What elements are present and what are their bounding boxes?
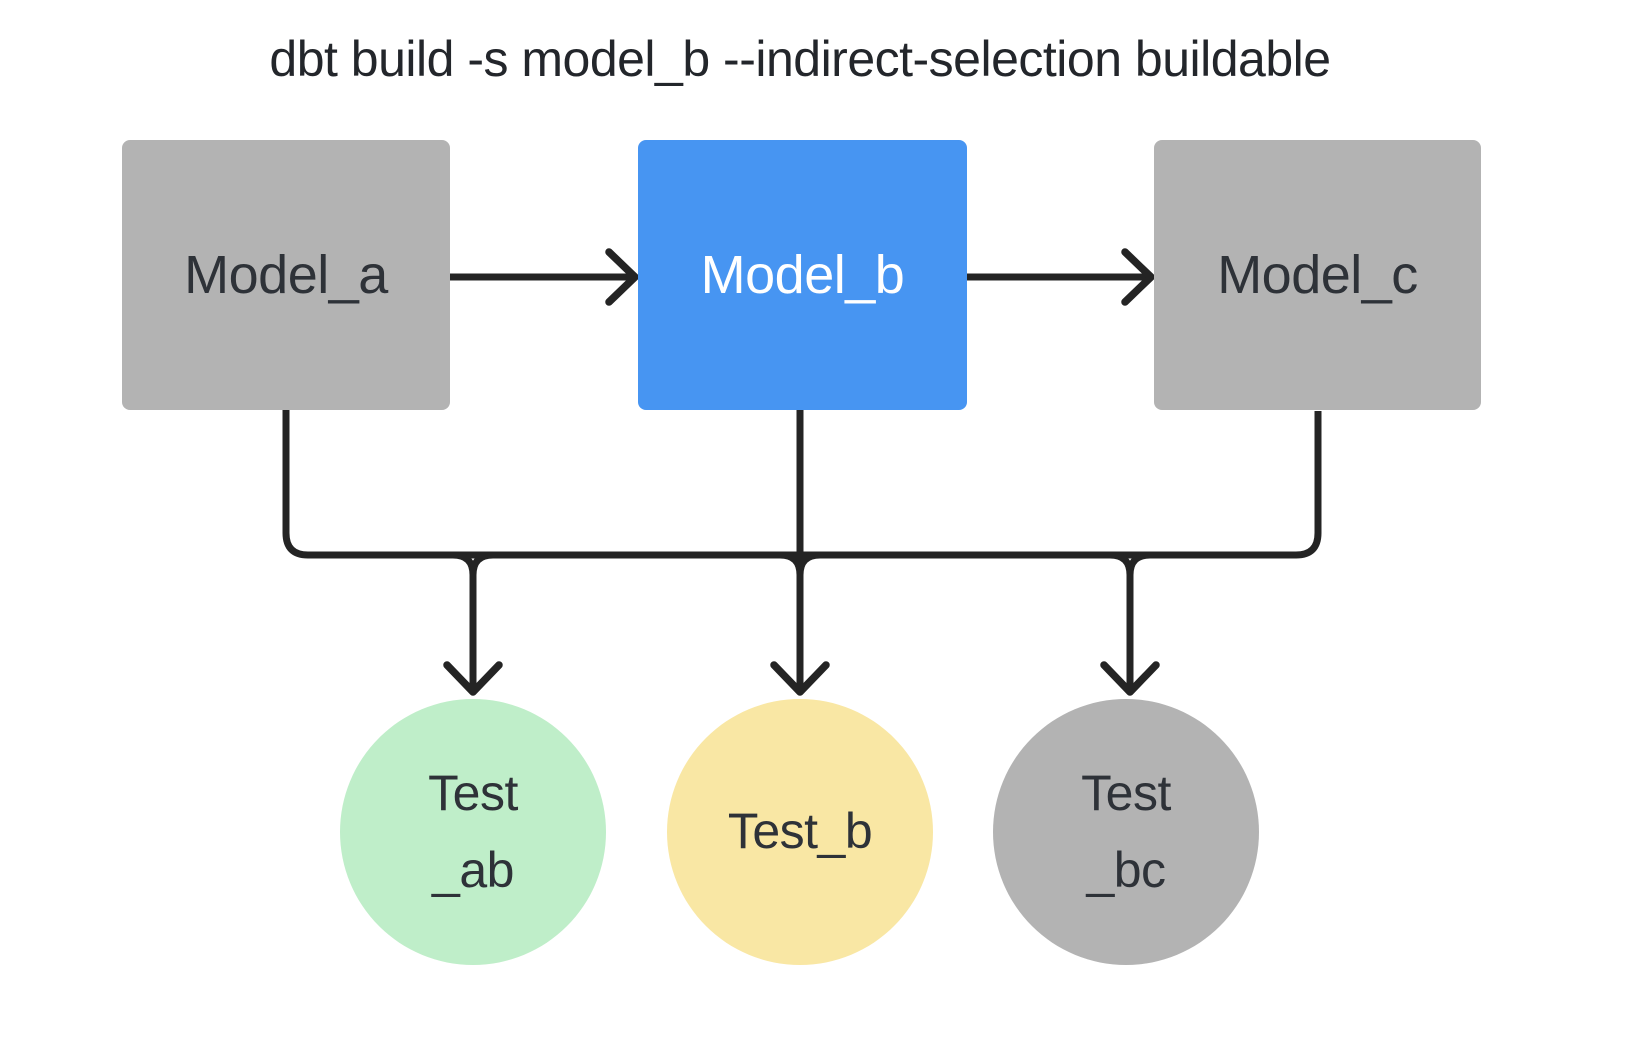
junction-fillet-test-bc (1109, 551, 1151, 576)
arrowhead-into-test-b-icon (770, 661, 830, 696)
node-model-a: Model_a (122, 140, 450, 410)
arrowhead-into-model-b-icon (605, 248, 639, 306)
node-test-bc-label-line1: Test (1081, 764, 1171, 821)
arrowhead-into-test-ab-icon (443, 661, 503, 696)
node-model-a-label: Model_a (184, 245, 388, 305)
node-test-b: Test_b (667, 699, 933, 965)
arrowhead-into-test-bc-icon (1100, 661, 1160, 696)
node-model-c-label: Model_c (1217, 245, 1418, 305)
node-test-bc: Test _bc (993, 699, 1259, 965)
node-model-b: Model_b (638, 140, 967, 410)
node-test-ab: Test _ab (340, 699, 606, 965)
arrowhead-into-model-c-icon (1121, 248, 1155, 306)
node-test-ab-label-line2: _ab (432, 842, 514, 898)
junction-fillet-test-b (779, 551, 821, 576)
junction-fillet-test-ab (452, 551, 494, 576)
node-test-bc-label-line2: _bc (1086, 842, 1166, 898)
edge-bus-model-a-to-model-c (282, 410, 1322, 559)
node-test-b-label: Test_b (727, 803, 873, 860)
diagram-title: dbt build -s model_b --indirect-selectio… (269, 31, 1331, 87)
node-model-b-label: Model_b (700, 245, 905, 305)
node-model-c: Model_c (1154, 140, 1481, 410)
node-test-ab-label-line1: Test (428, 764, 518, 821)
